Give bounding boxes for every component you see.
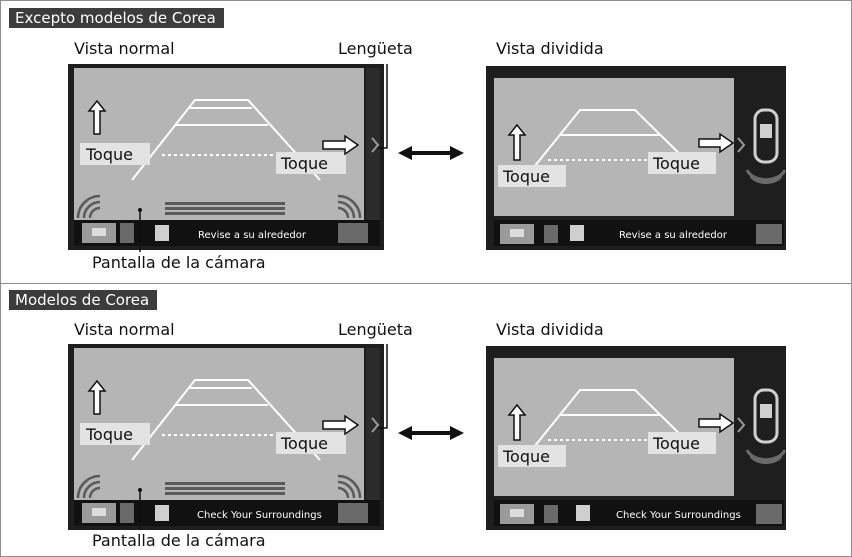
button-bar xyxy=(494,500,784,526)
tab-label: Lengüeta xyxy=(338,320,413,339)
sensor-arc-icon xyxy=(76,474,101,499)
section-header-corea: Modelos de Corea xyxy=(9,290,158,310)
touch-label: Toque xyxy=(280,154,328,173)
section-2-graphics: Check Your Surroundings Toque Toque xyxy=(68,344,787,530)
car-top-view-icon xyxy=(745,108,787,185)
touch-label-bg xyxy=(276,432,346,454)
normal-view-label: Vista normal xyxy=(74,320,175,339)
camera-mode-icon[interactable] xyxy=(155,225,169,241)
button-bar xyxy=(494,220,784,246)
split-view-label: Vista dividida xyxy=(496,320,604,339)
section-1-graphics: Revise a su alrededor Toque Toque xyxy=(68,64,787,252)
up-arrow-icon xyxy=(507,123,527,161)
camera-mode-icon[interactable] xyxy=(544,225,558,243)
touch-label: Toque xyxy=(652,434,700,453)
status-message: Revise a su alrededor xyxy=(198,230,307,241)
touch-label: Toque xyxy=(652,154,700,173)
camera-callout-dot xyxy=(138,208,142,212)
section-divider xyxy=(0,283,852,284)
section-header-excepto-corea: Excepto modelos de Corea xyxy=(9,8,224,28)
right-arrow-icon xyxy=(698,132,735,154)
touch-label-bg xyxy=(80,143,150,165)
touch-label-bg xyxy=(648,152,716,174)
car-top-view-icon[interactable] xyxy=(338,503,368,523)
tab-strip xyxy=(366,348,380,500)
normal-view-screen: Revise a su alrededor Toque Toque xyxy=(68,64,388,252)
touch-label: Toque xyxy=(280,434,328,453)
normal-view-screen: Check Your Surroundings Toque Toque xyxy=(68,344,388,530)
status-message: Check Your Surroundings xyxy=(616,510,741,521)
car-top-view-icon[interactable] xyxy=(338,223,368,243)
touch-label: Toque xyxy=(502,167,550,186)
parking-guide-lines xyxy=(131,99,321,181)
camera-mode-icon[interactable] xyxy=(120,223,134,243)
up-arrow-icon xyxy=(87,99,107,135)
split-view-label: Vista dividida xyxy=(496,39,604,58)
tab-chevron-icon[interactable] xyxy=(371,137,380,153)
tab-strip xyxy=(366,68,380,220)
camera-callout-dot xyxy=(138,488,142,492)
camera-screen-label: Pantalla de la cámara xyxy=(92,531,266,550)
right-arrow-icon xyxy=(322,134,360,156)
camera-mode-icon[interactable] xyxy=(155,505,169,521)
tab-chevron-icon[interactable] xyxy=(737,137,746,153)
right-arrow-icon xyxy=(322,414,360,436)
status-message: Revise a su alrededor xyxy=(619,230,728,241)
status-message: Check Your Surroundings xyxy=(197,510,322,521)
double-arrow-icon xyxy=(398,146,464,160)
tab-chevron-icon[interactable] xyxy=(737,417,746,433)
touch-label-bg xyxy=(276,152,346,174)
touch-label: Toque xyxy=(502,447,550,466)
distance-bars xyxy=(165,482,285,495)
camera-mode-icon[interactable] xyxy=(544,505,558,523)
sensor-arc-icon xyxy=(337,194,362,219)
parking-guide-lines xyxy=(131,379,321,461)
touch-label-bg xyxy=(498,165,566,187)
car-top-view-icon[interactable] xyxy=(756,224,782,244)
touch-label-bg xyxy=(648,432,716,454)
camera-mode-icon[interactable] xyxy=(120,503,134,523)
camera-mode-glyph xyxy=(92,228,106,236)
tab-callout-line xyxy=(377,344,388,429)
double-arrow-icon xyxy=(398,426,464,440)
sensor-arc-icon xyxy=(337,474,362,499)
tab-callout-line xyxy=(377,64,388,149)
right-arrow-icon xyxy=(698,412,735,434)
up-arrow-icon xyxy=(87,379,107,415)
camera-image-area xyxy=(494,78,734,216)
split-view-screen: Revise a su alrededor Toque Toque xyxy=(486,66,787,250)
normal-view-label: Vista normal xyxy=(74,39,175,58)
camera-mode-icon[interactable] xyxy=(576,505,590,521)
split-view-screen: Check Your Surroundings Toque Toque xyxy=(486,346,787,530)
touch-label: Toque xyxy=(85,425,133,444)
camera-mode-glyph xyxy=(510,509,524,517)
up-arrow-icon xyxy=(507,403,527,441)
camera-screen-label: Pantalla de la cámara xyxy=(92,253,266,272)
touch-label: Toque xyxy=(85,145,133,164)
camera-image-area xyxy=(494,358,734,496)
tab-chevron-icon[interactable] xyxy=(371,417,380,433)
camera-mode-icon[interactable] xyxy=(570,225,584,241)
camera-mode-glyph xyxy=(92,508,106,516)
touch-label-bg xyxy=(498,445,566,467)
touch-label-bg xyxy=(80,423,150,445)
car-top-view-icon xyxy=(745,388,787,465)
distance-bars xyxy=(165,202,285,215)
sensor-arc-icon xyxy=(76,194,101,219)
car-top-view-icon[interactable] xyxy=(756,504,782,524)
camera-mode-glyph xyxy=(510,229,524,237)
tab-label: Lengüeta xyxy=(338,39,413,58)
